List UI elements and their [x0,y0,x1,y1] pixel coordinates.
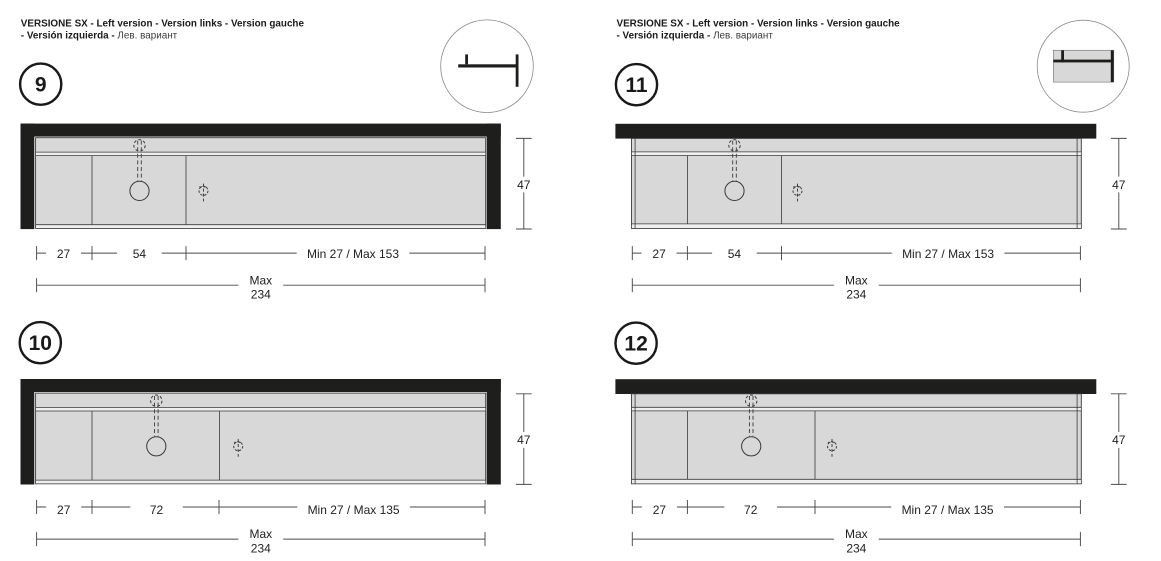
svg-text:27: 27 [652,247,666,261]
svg-text:11: 11 [625,74,648,97]
svg-text:72: 72 [150,503,164,517]
svg-text:54: 54 [133,247,147,261]
svg-text:- Versión izquierda - Лев. вар: - Versión izquierda - Лев. вариант [21,30,178,41]
svg-text:9: 9 [35,74,47,97]
svg-text:Min 27 / Max 135: Min 27 / Max 135 [308,503,400,517]
svg-text:47: 47 [1112,178,1126,192]
svg-text:27: 27 [57,503,71,517]
svg-text:54: 54 [728,247,742,261]
svg-text:- Versión izquierda - Лев. вар: - Versión izquierda - Лев. вариант [617,30,774,41]
svg-text:VERSIONE SX - Left version - V: VERSIONE SX - Left version - Version lin… [617,18,901,29]
svg-text:Max: Max [845,527,868,541]
svg-text:VERSIONE SX - Left version - V: VERSIONE SX - Left version - Version lin… [21,18,305,29]
svg-text:234: 234 [846,542,866,556]
svg-text:47: 47 [1112,433,1126,447]
svg-text:234: 234 [251,542,271,556]
svg-text:Min 27 / Max 135: Min 27 / Max 135 [902,503,994,517]
svg-text:234: 234 [846,288,866,302]
svg-text:27: 27 [653,503,667,517]
svg-text:12: 12 [624,333,647,356]
svg-text:10: 10 [29,332,52,355]
svg-text:Min 27 / Max 153: Min 27 / Max 153 [307,247,399,261]
svg-text:Min 27 / Max 153: Min 27 / Max 153 [902,247,994,261]
svg-text:Max: Max [249,273,272,287]
svg-text:72: 72 [744,503,758,517]
svg-text:47: 47 [517,178,531,192]
svg-text:Max: Max [845,273,868,287]
svg-text:234: 234 [251,288,271,302]
svg-text:27: 27 [57,247,71,261]
svg-text:47: 47 [517,433,531,447]
svg-text:Max: Max [249,527,272,541]
